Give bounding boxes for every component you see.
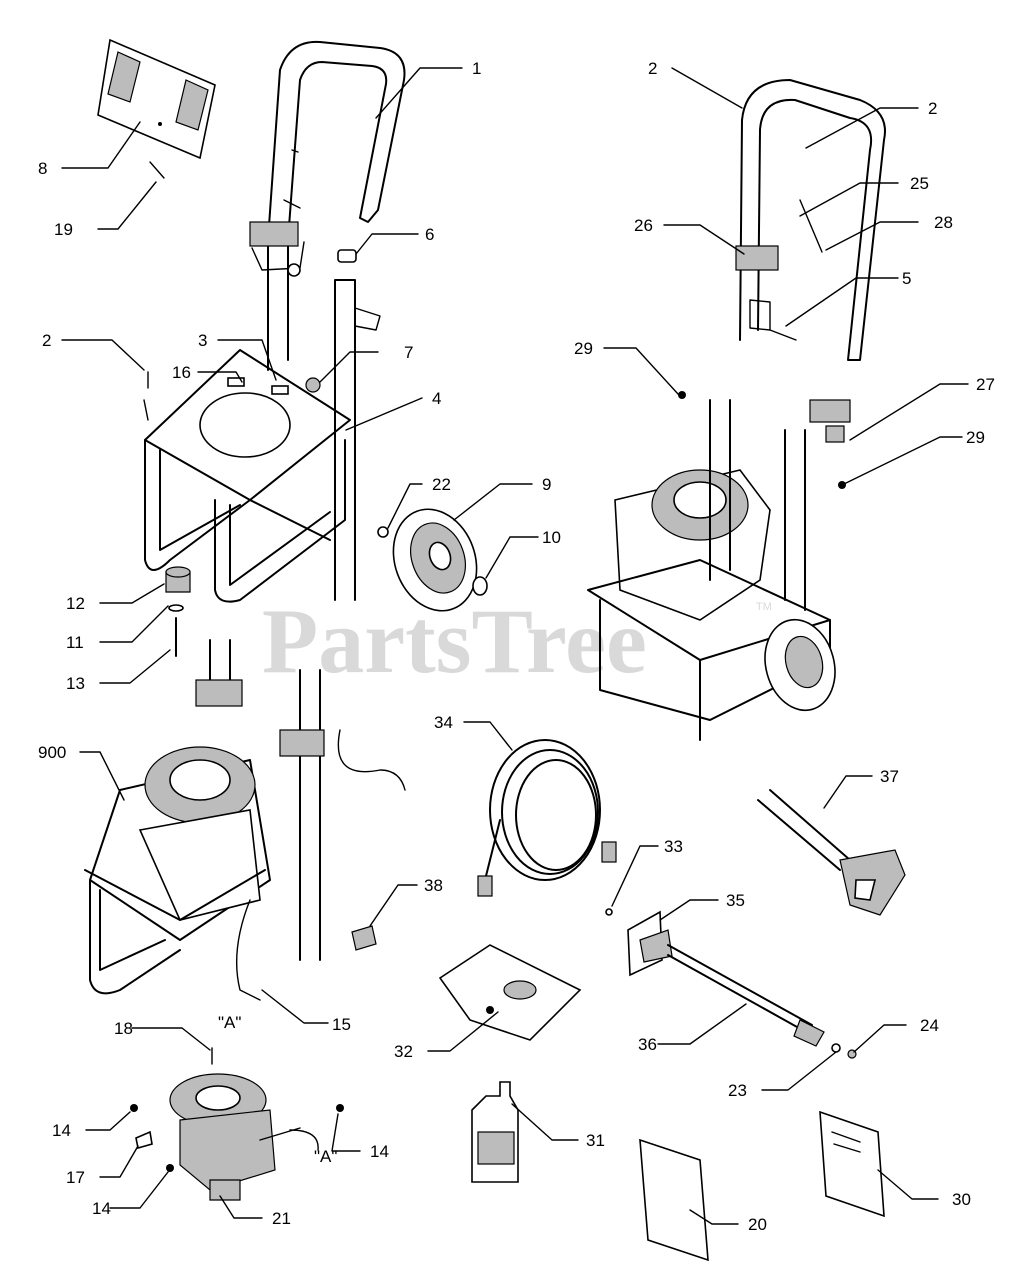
callout-25: 25 [910,174,929,193]
callout-4: 4 [432,389,441,408]
manual-20 [639,1138,709,1262]
callout-21: 21 [272,1209,291,1228]
callout-5: 5 [902,269,911,288]
watermark-trademark: TM [756,601,772,613]
pump-assembly [130,1047,344,1201]
callout-35: 35 [726,891,745,910]
callout-3: 3 [198,331,207,350]
spray-gun [757,789,906,916]
deck-plate [144,349,351,501]
callout-7: 7 [404,343,413,362]
tube-cap [337,249,357,263]
pump-shroud [438,944,582,1041]
callout-8: 8 [38,159,47,178]
callout-19: 19 [54,220,73,239]
callout-2: 2 [928,99,937,118]
callout-30: 30 [952,1190,971,1209]
panel-screw [149,161,165,179]
callout-33: 33 [664,837,683,856]
callout-15: 15 [332,1015,351,1034]
handle-clamp [249,221,299,247]
wand-o-ring [831,1043,841,1053]
callout-24: 24 [920,1016,939,1035]
pump-screw [130,1104,138,1112]
callout-12: 12 [66,594,85,613]
assembled-unit [587,79,886,741]
high-pressure-hose [477,739,617,897]
callout-labels: 1 2 2 2 3 4 5 6 7 8 9 10 11 12 13 14 14 … [38,59,995,1234]
wheel-assembly [377,508,488,612]
handle [267,40,406,371]
callout-26: 26 [634,216,653,235]
engine-mount-hole [199,392,291,458]
callout-leaders [61,67,969,1225]
callout-14: 14 [52,1121,71,1140]
assembled-handle [739,79,886,361]
connection-mark-a: "A" [314,1147,337,1166]
callout-900: 900 [38,743,66,762]
manual-30 [819,1110,885,1218]
callout-10: 10 [542,528,561,547]
callout-29: 29 [574,339,593,358]
callout-1: 1 [472,59,481,78]
frame-knob [305,377,321,393]
callout-17: 17 [66,1168,85,1187]
callout-34: 34 [434,713,453,732]
nozzle-tip [605,908,613,916]
callout-31: 31 [586,1131,605,1150]
callout-37: 37 [880,767,899,786]
callout-22: 22 [432,475,451,494]
callout-18: 18 [114,1019,133,1038]
foot-washer [168,604,184,612]
pump-body [179,1109,276,1191]
spray-wand [627,910,857,1059]
callout-14: 14 [370,1142,389,1161]
engine-900 [84,639,406,1001]
frame-upright [334,279,356,601]
callout-28: 28 [934,213,953,232]
callout-6: 6 [425,225,434,244]
pump-fitting [135,1130,153,1150]
wheel-washer [377,526,389,538]
callout-2: 2 [648,59,657,78]
callout-11: 11 [66,633,84,652]
hose-adapter [351,925,377,951]
oil-bottle [471,1081,519,1183]
panel-assembly [97,38,216,179]
frame-assembly [143,40,406,603]
callout-16: 16 [172,363,191,382]
callout-2: 2 [42,331,51,350]
connection-mark-a: "A" [218,1013,241,1032]
callout-14: 14 [92,1199,111,1218]
callout-27: 27 [976,375,995,394]
callout-23: 23 [728,1081,747,1100]
callout-29: 29 [966,428,985,447]
foot-assembly [165,566,191,657]
callout-20: 20 [748,1215,767,1234]
wheel-cap [472,576,488,596]
callout-9: 9 [542,475,551,494]
callout-13: 13 [66,674,85,693]
callout-32: 32 [394,1042,413,1061]
callout-36: 36 [638,1035,657,1054]
callout-38: 38 [424,876,443,895]
